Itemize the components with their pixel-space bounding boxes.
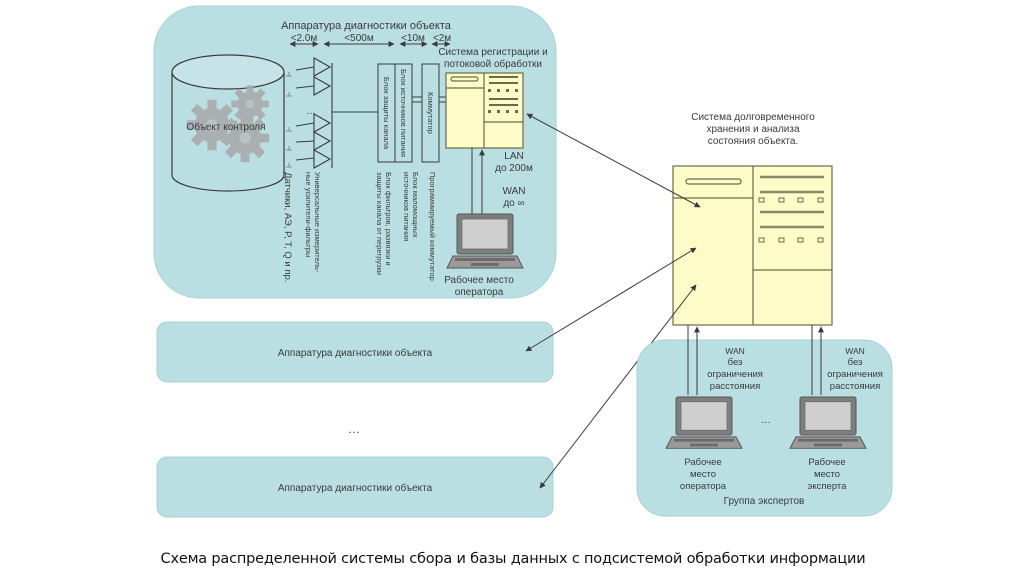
arrow-storage-to-box-2 <box>539 284 697 489</box>
distance-label-3: <10м <box>401 33 425 44</box>
lan-label-1: LAN <box>504 151 523 162</box>
panel-title: Аппаратура диагностики объекта <box>281 20 452 32</box>
wan-1-line-2: без <box>728 357 743 368</box>
amplifiers-dots: … <box>306 106 316 117</box>
registration-cabinet <box>445 72 524 149</box>
expert-laptop-icon <box>789 396 867 449</box>
wan-2-line-3: ограничения <box>827 369 883 380</box>
wan-2-line-1: WAN <box>845 346 865 356</box>
distance-label-1: <2.0м <box>291 33 318 44</box>
operator-laptop-icon <box>446 213 524 269</box>
expert-operator-laptop-icon <box>665 396 743 449</box>
registration-system-label-2: потоковой обработки <box>444 58 542 70</box>
sensors <box>286 72 292 168</box>
amplifier-icon <box>313 57 332 77</box>
wan-1-line-1: WAN <box>725 346 745 356</box>
filters-label-2: защиты канала от перегрузки <box>375 172 384 275</box>
object-diagnostics-label-2: Аппаратура диагностики объекта <box>278 482 433 494</box>
between-boxes-dots: … <box>348 422 360 436</box>
storage-cabinet <box>672 165 833 326</box>
amplifier-icon <box>313 149 332 169</box>
wan-2-line-4: расстояния <box>830 381 880 392</box>
experts-group-title: Группа экспертов <box>724 496 805 507</box>
registration-system-label-1: Система регистрации и <box>438 47 547 58</box>
wan-1-line-3: ограничения <box>707 369 763 380</box>
workstation-2-line-1: Рабочее <box>808 457 845 468</box>
amplifiers <box>295 57 378 169</box>
power-source-label: Блок источников питания <box>399 69 408 157</box>
filters-label-1: Блок фильтров, развязки и <box>384 172 393 266</box>
distance-label-4: <2м <box>433 33 451 44</box>
object-diagnostics-label-1: Аппаратура диагностики объекта <box>278 347 433 359</box>
arrow-storage-to-registration <box>526 113 701 208</box>
connection-arrows <box>525 113 701 489</box>
object-diagnostics-box-1: Аппаратура диагностики объекта <box>156 321 554 383</box>
diagram-caption: Схема распределенной системы сбора и баз… <box>160 551 866 567</box>
control-object-cylinder: Объект контроля <box>171 54 285 192</box>
power-source-block <box>394 63 413 163</box>
amplifiers-label-2: ные усилители-фильтры <box>304 172 313 257</box>
object-diagnostics-box-2: Аппаратура диагностики объекта <box>156 456 554 518</box>
amplifier-icon <box>313 76 332 96</box>
lowpower-label-1: Блок маломощных <box>411 172 420 238</box>
channel-protection-label: Блок защиты канала <box>382 77 391 150</box>
workstation-2-line-2: место <box>814 469 840 480</box>
control-object-label: Объект контроля <box>186 121 265 133</box>
workstation-1-line-3: оператора <box>680 481 727 492</box>
amplifier-icon <box>313 113 332 133</box>
distance-label-2: <500м <box>344 33 374 44</box>
amplifiers-label-1: Универсальные измеритель- <box>313 172 322 273</box>
wan-label-2: до ∞ <box>503 198 524 209</box>
switch-block <box>421 63 440 163</box>
wan-label-1: WAN <box>503 186 526 197</box>
storage-system-label-3: состояния объекта. <box>708 135 798 147</box>
amplifier-icon <box>313 131 332 151</box>
experts-dots: … <box>761 415 771 426</box>
lan-label-2: до 200м <box>495 163 533 174</box>
workstation-1-line-2: место <box>690 469 716 480</box>
operator-label-1: Рабочее место <box>444 274 514 286</box>
switch-label: Коммутатор <box>426 92 435 134</box>
sensors-label: Датчики, АЭ, P, T, Q и пр. <box>282 172 293 282</box>
storage-system-label-2: хранения и анализа <box>706 124 800 135</box>
wan-1-line-4: расстояния <box>710 381 760 392</box>
workstation-1-line-1: Рабочее <box>684 457 721 468</box>
wan-2-line-2: без <box>848 357 863 368</box>
storage-system-label-1: Система долговременного <box>691 112 815 123</box>
lowpower-label-2: источников питания <box>402 172 411 241</box>
workstation-2-line-3: эксперта <box>808 481 848 492</box>
experts-group-panel <box>636 339 893 517</box>
operator-label-2: оператора <box>455 287 504 298</box>
prog-switch-label: Программируемый коммутатор <box>428 172 437 281</box>
